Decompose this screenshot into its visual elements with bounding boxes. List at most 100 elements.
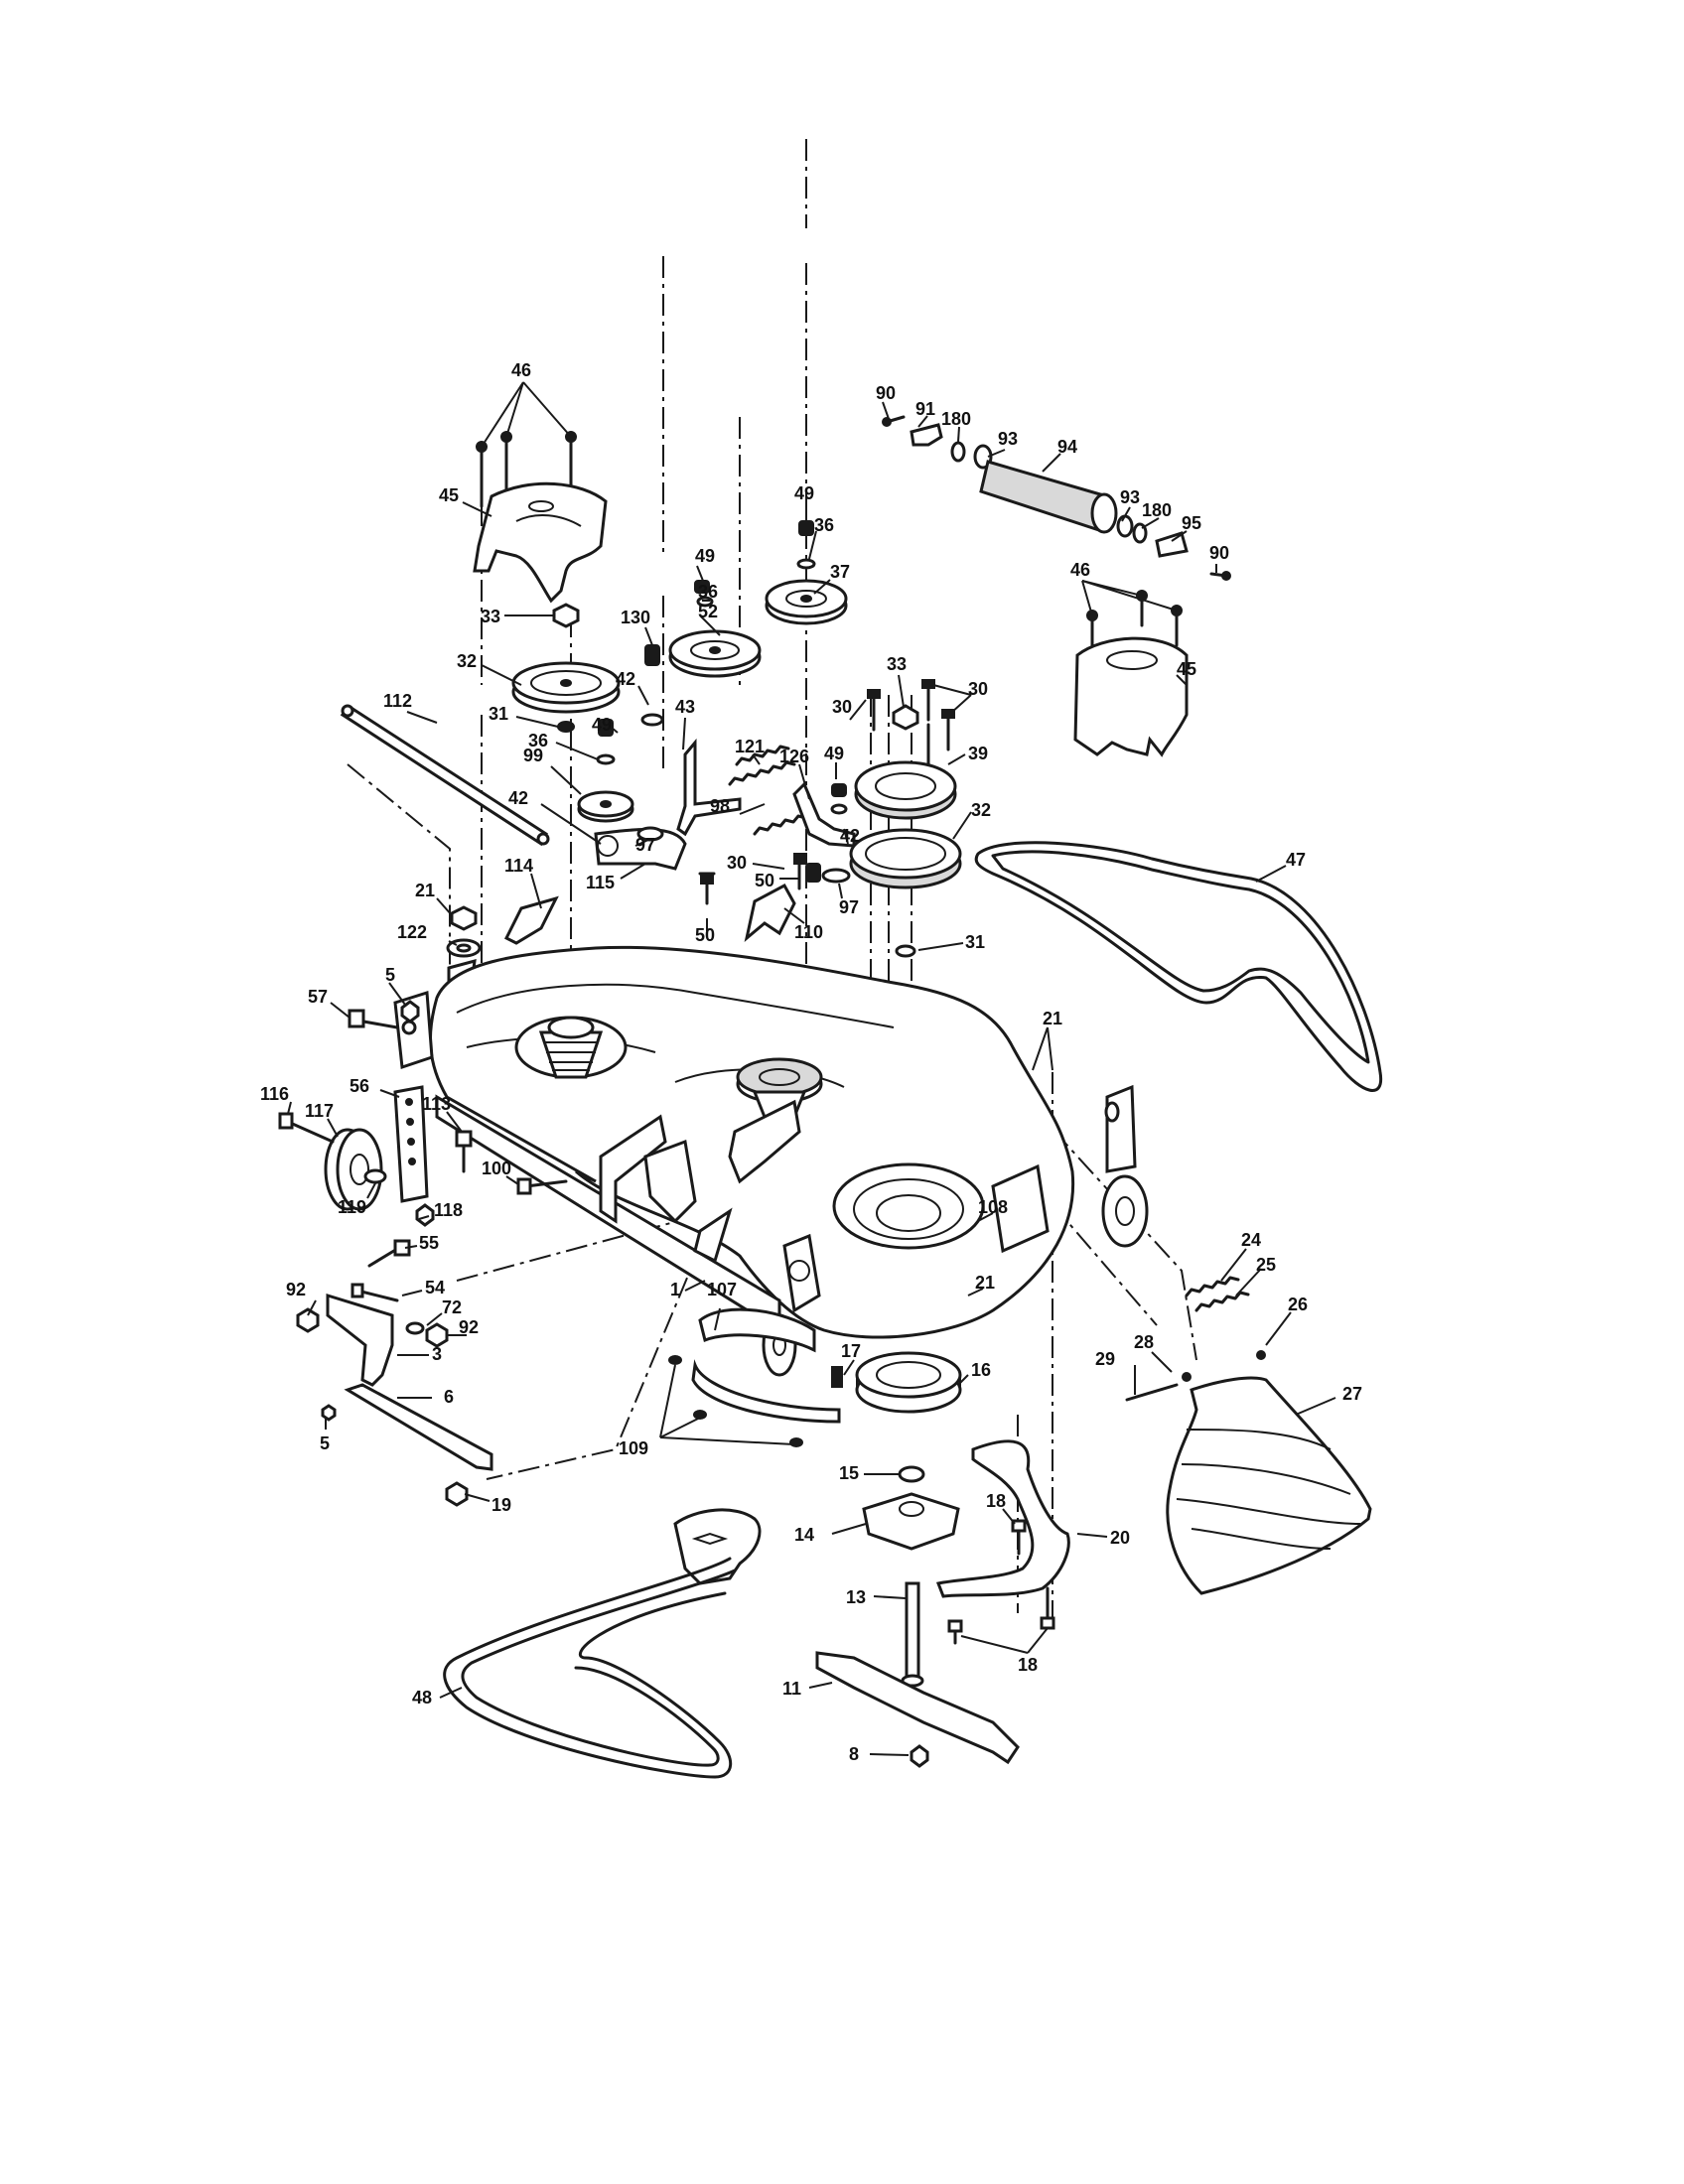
callout-57: 57: [308, 987, 328, 1007]
callout-20: 20: [1110, 1528, 1130, 1548]
callout-6: 6: [444, 1387, 454, 1407]
belt-47: [974, 841, 1383, 1092]
discharge-chute-27: [1125, 1276, 1372, 1595]
callout-5: 5: [320, 1433, 330, 1453]
baffle-107: [668, 1307, 843, 1447]
callout-29: 29: [1095, 1349, 1115, 1369]
callout-126: 126: [779, 747, 809, 766]
callout-30: 30: [727, 853, 747, 873]
callout-56: 56: [350, 1076, 369, 1096]
callout-26: 26: [1288, 1295, 1308, 1314]
callout-100: 100: [482, 1159, 511, 1178]
callout-42: 42: [508, 788, 528, 808]
callout-42: 42: [616, 669, 635, 689]
callout-50: 50: [755, 871, 774, 890]
callout-93: 93: [998, 429, 1018, 449]
callout-32: 32: [457, 651, 477, 671]
callout-31: 31: [965, 932, 985, 952]
left-bracket-assembly: [296, 1239, 493, 1507]
callout-52: 52: [698, 602, 718, 621]
belt-shield-right: [1073, 590, 1189, 757]
callout-31: 31: [489, 704, 508, 724]
callout-19: 19: [491, 1495, 511, 1515]
callout-36: 36: [528, 731, 548, 751]
callout-180: 180: [941, 409, 971, 429]
callout-25: 25: [1256, 1255, 1276, 1275]
callout-54: 54: [425, 1278, 445, 1297]
callout-46: 46: [1070, 560, 1090, 580]
callout-98: 98: [710, 796, 730, 816]
callout-21: 21: [415, 881, 435, 900]
idler-pulley-right: [765, 520, 848, 625]
callout-99: 99: [523, 746, 543, 765]
callout-107: 107: [707, 1280, 737, 1299]
callout-28: 28: [1134, 1332, 1154, 1352]
chute-mount-20: [935, 1439, 1070, 1645]
callout-117: 117: [305, 1101, 334, 1121]
callout-97: 97: [839, 897, 859, 917]
callout-109: 109: [619, 1438, 648, 1458]
callout-11: 11: [782, 1679, 801, 1699]
left-hanger-parts: [278, 1000, 568, 1227]
callout-49: 49: [824, 744, 844, 763]
callout-97: 97: [635, 835, 655, 855]
callout-32: 32: [971, 800, 991, 820]
callout-119: 119: [338, 1197, 366, 1217]
callout-95: 95: [1182, 513, 1201, 533]
callout-39: 39: [968, 744, 988, 763]
callout-45: 45: [439, 485, 459, 505]
spindle-assembly: [855, 1351, 962, 1688]
callout-55: 55: [419, 1233, 439, 1253]
callout-94: 94: [1057, 437, 1077, 457]
callout-21: 21: [1043, 1009, 1062, 1028]
callout-118: 118: [434, 1200, 463, 1220]
callout-17: 17: [841, 1341, 861, 1361]
callout-30: 30: [832, 697, 852, 717]
callout-8: 8: [849, 1744, 859, 1764]
right-spindle-pulleys: [849, 679, 962, 958]
callout-110: 110: [794, 922, 823, 942]
callout-91: 91: [915, 399, 935, 419]
callout-92: 92: [459, 1317, 479, 1337]
anti-scalp-roller: [882, 415, 1231, 581]
callout-130: 130: [621, 608, 650, 627]
callout-30: 30: [968, 679, 988, 699]
belt-48: [443, 1508, 762, 1779]
callout-49: 49: [592, 715, 612, 735]
idler-pulley-left: [577, 719, 687, 871]
callout-113: 113: [422, 1094, 451, 1114]
callout-labels: 46 45 33 32 31 36 49 99 42 97 115 112 13…: [260, 360, 1362, 1764]
callout-92: 92: [286, 1280, 306, 1299]
belt-shield-left: [473, 431, 608, 604]
callout-90: 90: [1209, 543, 1229, 563]
callout-18: 18: [986, 1491, 1006, 1511]
callout-45: 45: [1177, 659, 1196, 679]
callout-33: 33: [887, 654, 907, 674]
leader-lines: [287, 381, 1336, 1756]
idler-arm-center: [640, 580, 762, 837]
callout-47: 47: [1286, 850, 1306, 870]
callout-27: 27: [1342, 1384, 1362, 1404]
callout-114: 114: [504, 856, 533, 876]
callout-50: 50: [695, 925, 715, 945]
callout-21: 21: [975, 1273, 995, 1293]
callout-14: 14: [794, 1525, 814, 1545]
callout-46: 46: [511, 360, 531, 380]
callout-90: 90: [876, 383, 896, 403]
callout-36: 36: [698, 582, 718, 602]
left-pulley-stack: [511, 603, 621, 733]
callout-37: 37: [830, 562, 850, 582]
callout-13: 13: [846, 1587, 866, 1607]
callout-5: 5: [385, 965, 395, 985]
callout-3: 3: [432, 1344, 442, 1364]
callout-49: 49: [695, 546, 715, 566]
callout-24: 24: [1241, 1230, 1261, 1250]
callout-116: 116: [260, 1084, 289, 1104]
callout-48: 48: [412, 1688, 432, 1707]
callout-43: 43: [675, 697, 695, 717]
callout-33: 33: [481, 607, 500, 626]
callout-121: 121: [735, 737, 765, 756]
callout-16: 16: [971, 1360, 991, 1380]
gauge-wheels: [324, 1128, 1149, 1377]
callout-18: 18: [1018, 1655, 1038, 1675]
